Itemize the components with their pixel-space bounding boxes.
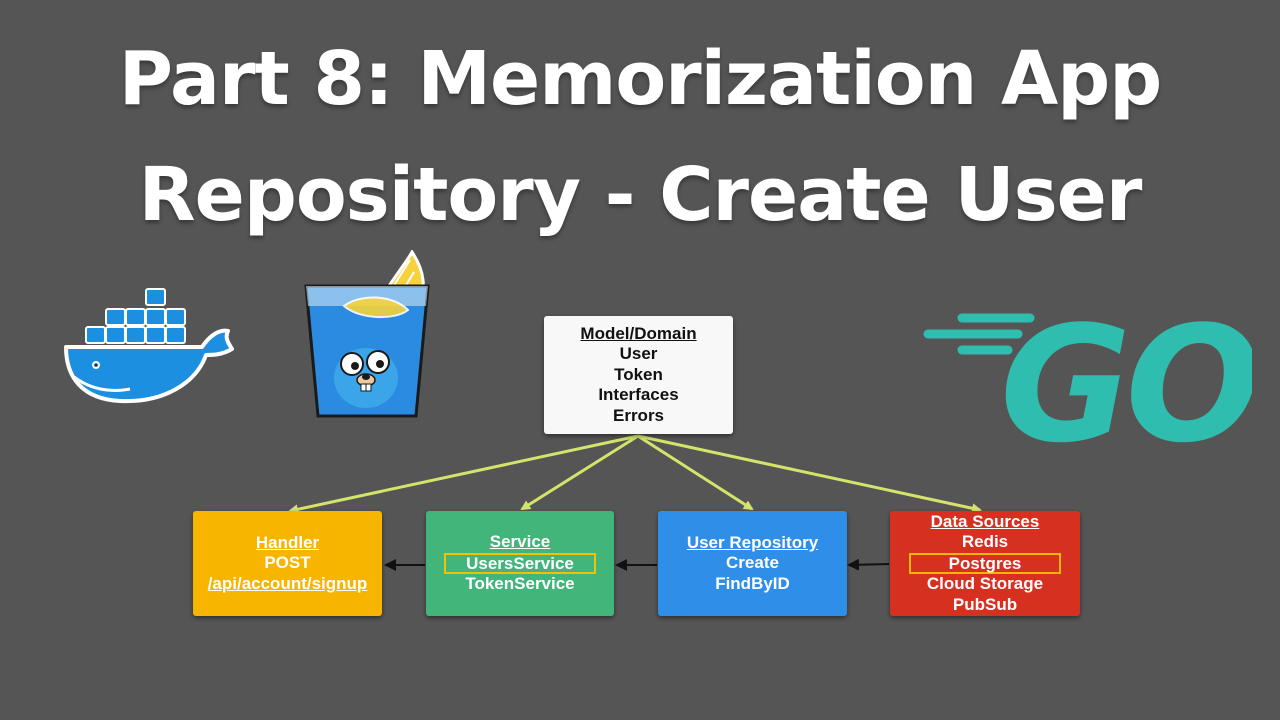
- arrow-model-to-data-sources: [637, 434, 982, 514]
- service-item-users-service-highlighted: UsersService: [444, 553, 596, 574]
- model-item-errors: Errors: [612, 405, 665, 425]
- go-logo-text: GO: [1000, 300, 1252, 450]
- handler-method: POST: [264, 553, 311, 573]
- repository-item-find-by-id: FindByID: [715, 573, 790, 593]
- arrow-data-sources-to-repository: [847, 558, 890, 571]
- title-line-2: Repository - Create User: [138, 152, 1143, 238]
- handler-box: Handler POST /api/account/signup: [193, 511, 382, 616]
- data-sources-header: Data Sources: [930, 511, 1040, 531]
- repository-item-create: Create: [726, 553, 779, 573]
- gopher-drink-icon: [304, 250, 430, 418]
- model-item-user: User: [619, 344, 658, 364]
- data-source-redis: Redis: [961, 532, 1009, 552]
- handler-header: Handler: [255, 532, 320, 552]
- arrow-model-to-handler: [288, 434, 639, 515]
- model-item-token: Token: [614, 364, 663, 384]
- data-source-postgres-highlighted: Postgres: [909, 553, 1061, 574]
- service-item-token-service: TokenService: [465, 574, 575, 593]
- arrow-model-to-repository: [637, 434, 754, 511]
- user-repository-box: User Repository Create FindByID: [658, 511, 847, 616]
- service-header: Service: [489, 532, 551, 552]
- model-item-interfaces: Interfaces: [598, 385, 679, 405]
- model-domain-header: Model/Domain: [580, 323, 697, 343]
- arrow-model-to-service: [520, 434, 639, 511]
- data-source-pubsub: PubSub: [952, 594, 1018, 614]
- service-box: Service UsersService TokenService: [426, 511, 614, 616]
- model-domain-box: Model/Domain User Token Interfaces Error…: [544, 316, 733, 434]
- data-source-cloud-storage: Cloud Storage: [926, 574, 1044, 593]
- repository-header: User Repository: [686, 532, 819, 552]
- handler-route: /api/account/signup: [207, 573, 368, 593]
- title-line-1: Part 8: Memorization App: [118, 36, 1163, 122]
- data-sources-box: Data Sources Redis Postgres Cloud Storag…: [890, 511, 1080, 616]
- go-logo-icon: GO: [923, 300, 1252, 450]
- docker-whale-icon: [64, 288, 234, 404]
